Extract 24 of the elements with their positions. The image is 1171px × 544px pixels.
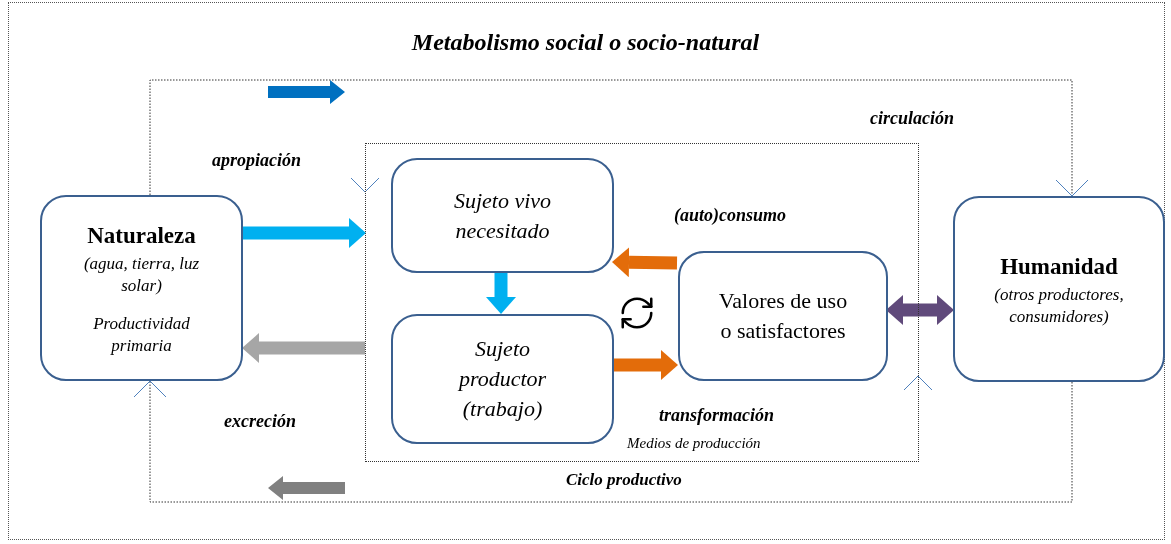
block-arrow <box>612 247 678 278</box>
note-label: Medios de producción <box>627 434 761 453</box>
box-title: Sujeto productor (trabajo) <box>457 335 548 423</box>
dotted-connector <box>149 79 1089 197</box>
rounded-box <box>391 314 614 444</box>
rounded-box <box>953 196 1165 382</box>
dotted-connector <box>133 380 1073 503</box>
block-arrow <box>613 350 678 380</box>
rounded-box <box>678 251 888 381</box>
rounded-box <box>391 158 614 273</box>
box-title: Valores de uso o satisfactores <box>717 287 849 345</box>
block-arrow <box>243 218 366 248</box>
block-arrow <box>486 272 516 314</box>
block-arrow <box>886 295 954 325</box>
frame-heading: Ciclo productivo <box>566 469 682 491</box>
box-title: Sujeto vivo necesitado <box>452 186 553 245</box>
rounded-box <box>40 195 243 381</box>
box-title: Naturaleza <box>87 221 196 250</box>
box-text: Productividad primaria <box>92 313 191 358</box>
box-text: (agua, tierra, luz solar) <box>82 253 201 298</box>
box-text: (otros productores, consumidores) <box>993 284 1125 329</box>
diagram-title: Metabolismo social o socio-natural <box>410 28 761 57</box>
block-arrow <box>242 333 365 363</box>
box-title: Humanidad <box>1000 252 1118 281</box>
